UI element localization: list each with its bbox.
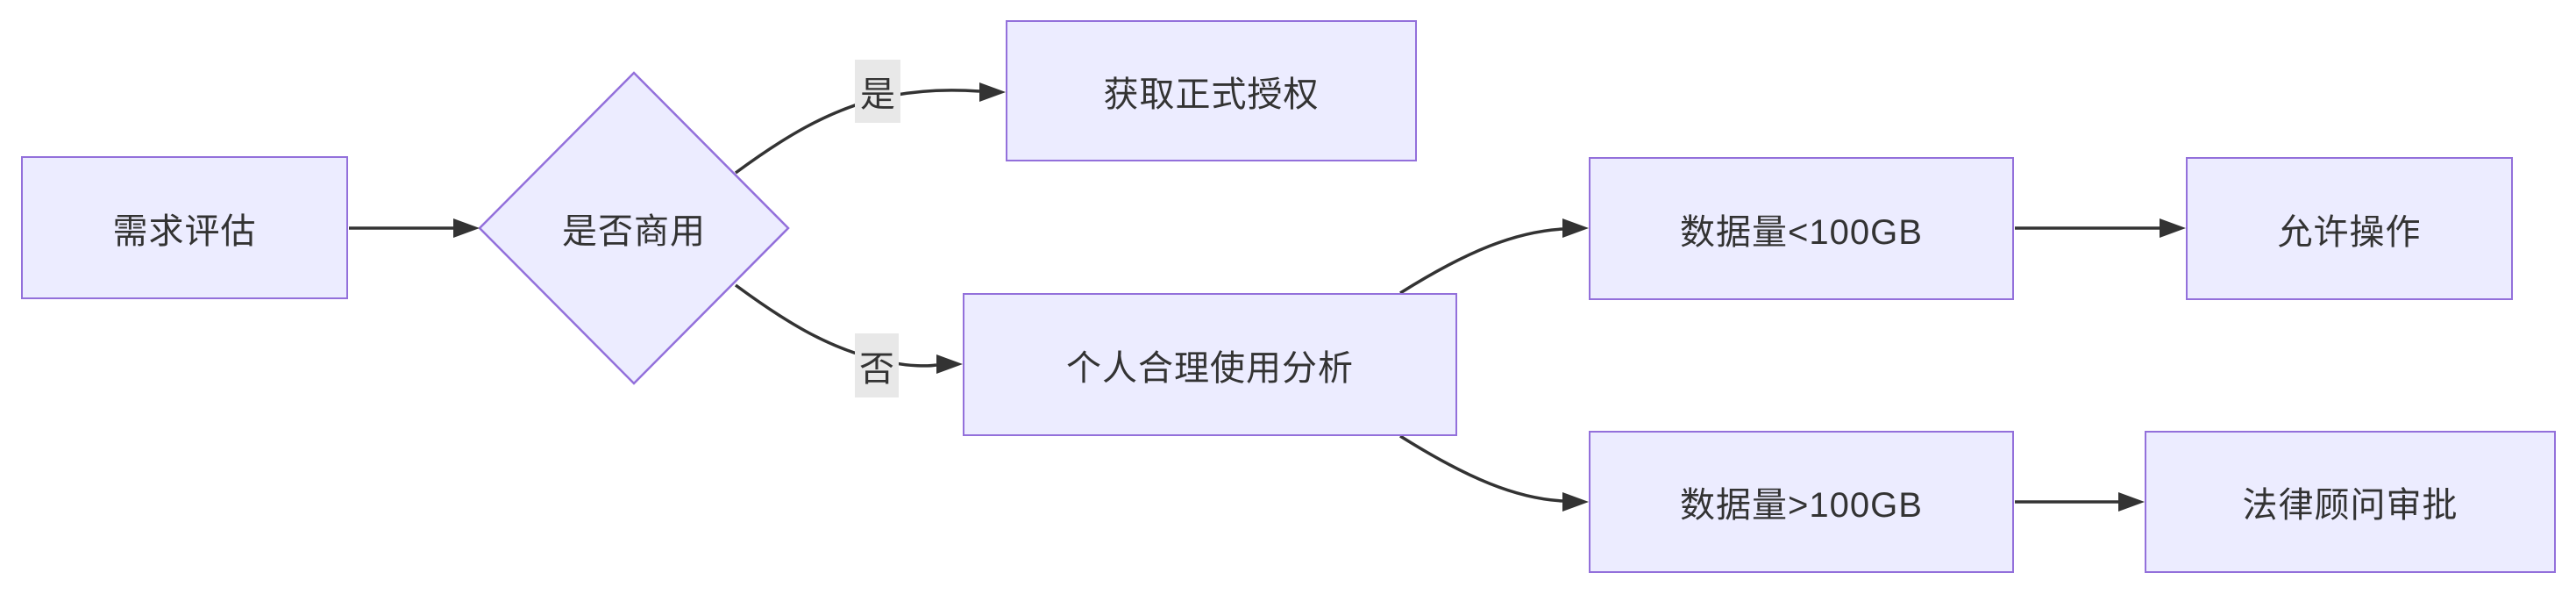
node-data-over-100gb-label: 数据量>100GB <box>1680 486 1923 525</box>
node-data-under-100gb: 数据量<100GB <box>1589 157 2014 300</box>
node-data-over-100gb: 数据量>100GB <box>1589 431 2014 573</box>
arrowhead-demand-to-decision <box>453 218 480 238</box>
edge-label-yes: 是 <box>855 60 900 123</box>
arrowhead-decision-no <box>936 354 963 374</box>
arrowhead-decision-yes <box>979 82 1006 102</box>
arrowhead-under100gb-to-allow <box>2160 218 2186 238</box>
node-allow-operation-label: 允许操作 <box>2277 212 2422 252</box>
node-obtain-authorization: 获取正式授权 <box>1006 20 1417 161</box>
edge-label-no-text: 否 <box>859 349 894 389</box>
node-allow-operation: 允许操作 <box>2186 157 2513 300</box>
node-commercial-use-decision-label: 是否商用 <box>562 212 706 251</box>
arrowhead-analysis-to-over100gb <box>1562 492 1589 512</box>
edge-label-no: 否 <box>855 333 899 397</box>
arrowhead-analysis-to-under100gb <box>1562 218 1589 238</box>
node-personal-fair-use-analysis-label: 个人合理使用分析 <box>1066 348 1354 388</box>
decision-diamond-shape <box>478 71 790 385</box>
node-obtain-authorization-label: 获取正式授权 <box>1103 75 1320 114</box>
node-demand-assessment-label: 需求评估 <box>112 211 257 251</box>
edge-analysis-to-over100gb <box>1399 434 1563 503</box>
node-commercial-use-decision: 是否商用 <box>511 206 757 251</box>
arrowhead-over100gb-to-legal <box>2118 492 2145 512</box>
node-demand-assessment: 需求评估 <box>21 156 348 299</box>
node-legal-counsel-approval: 法律顾问审批 <box>2145 431 2556 573</box>
edge-label-yes-text: 是 <box>860 75 895 114</box>
node-personal-fair-use-analysis: 个人合理使用分析 <box>963 293 1457 436</box>
edge-decision-no <box>734 283 937 368</box>
edge-analysis-to-under100gb <box>1399 227 1563 295</box>
node-legal-counsel-approval-label: 法律顾问审批 <box>2242 486 2459 525</box>
node-data-under-100gb-label: 数据量<100GB <box>1680 212 1923 252</box>
